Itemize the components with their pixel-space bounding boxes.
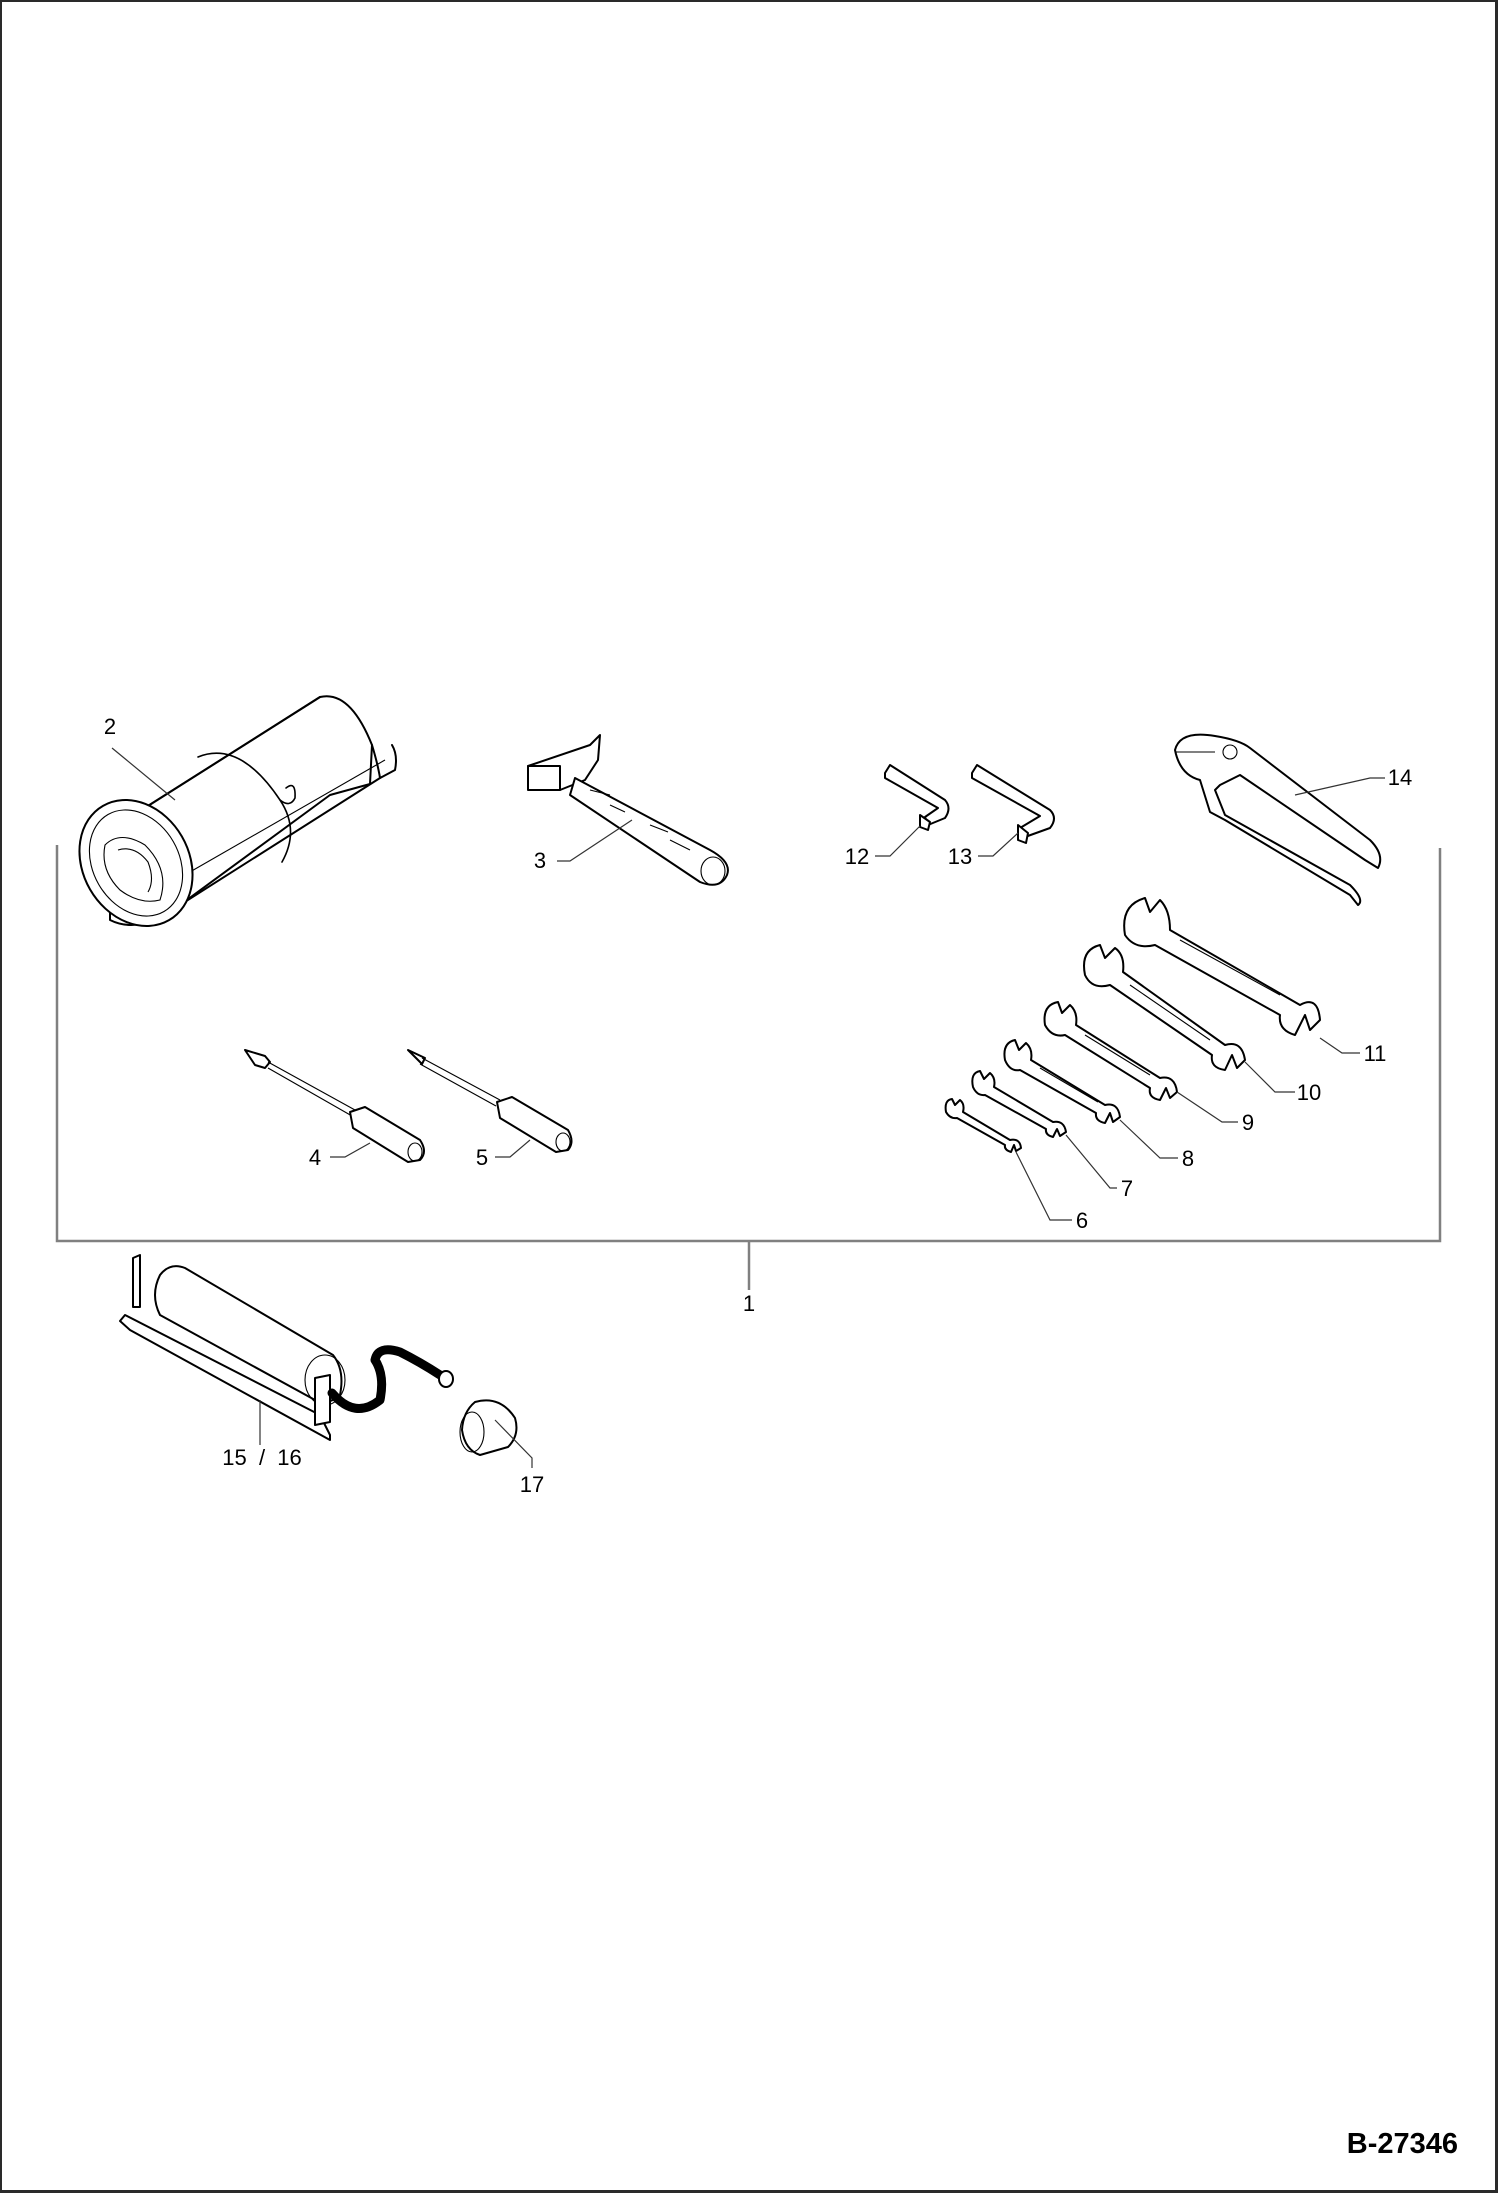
- hammer-icon: [527, 734, 729, 886]
- callout-5: 5: [475, 1145, 489, 1170]
- wrench-7-icon: [971, 1070, 1067, 1138]
- callout-4: 4: [308, 1145, 322, 1170]
- callout-12: 12: [844, 844, 870, 869]
- hex-key-large-icon: [971, 764, 1055, 844]
- callout-3: 3: [533, 848, 547, 873]
- flat-screwdriver-icon: [244, 1049, 425, 1163]
- callout-9: 9: [1241, 1110, 1255, 1135]
- callout-7: 7: [1120, 1176, 1134, 1201]
- drawing-number: B-27346: [1346, 2128, 1458, 2160]
- callout-6: 6: [1075, 1208, 1089, 1233]
- tool-roll-icon: [78, 695, 397, 928]
- callout-13: 13: [947, 844, 973, 869]
- callout-2: 2: [103, 714, 117, 739]
- pliers-icon: [1174, 733, 1382, 906]
- callout-14: 14: [1387, 765, 1413, 790]
- pointed-screwdriver-icon: [407, 1049, 573, 1153]
- hex-key-small-icon: [884, 764, 950, 831]
- cap-icon: [459, 1399, 518, 1456]
- wrench-8-icon: [1003, 1039, 1121, 1124]
- callout-10: 10: [1296, 1080, 1322, 1105]
- callout-1-group: 1: [742, 1291, 756, 1316]
- group-bracket: [55, 845, 1442, 1290]
- wrench-9-icon: [1043, 1001, 1178, 1101]
- callout-15-16: 15 / 16: [222, 1445, 302, 1470]
- wrench-10-icon: [1083, 944, 1246, 1071]
- grease-gun-icon: [119, 1254, 454, 1441]
- wrench-set-icon: [944, 897, 1321, 1153]
- wrench-6-icon: [944, 1098, 1022, 1153]
- callout-11: 11: [1363, 1041, 1387, 1066]
- callout-17: 17: [519, 1472, 545, 1497]
- callout-8: 8: [1181, 1146, 1195, 1171]
- wrench-11-icon: [1123, 897, 1321, 1036]
